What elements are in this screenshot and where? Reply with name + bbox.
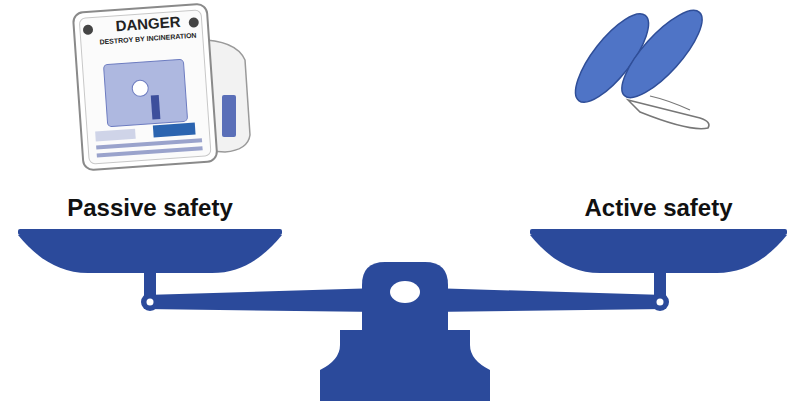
balance-scale xyxy=(141,262,669,401)
pivot-hole xyxy=(390,281,420,303)
device-card-inner xyxy=(79,10,211,164)
beam-joint xyxy=(651,293,669,311)
beam-joint xyxy=(141,293,159,311)
device-print xyxy=(97,146,203,157)
joint-hole xyxy=(147,299,154,306)
scale-beam xyxy=(145,288,380,312)
pan-rim xyxy=(18,229,282,235)
device-blade-slot xyxy=(151,95,161,119)
pan-rim xyxy=(530,229,787,235)
device-window xyxy=(103,59,187,126)
pan-label: Active safety xyxy=(530,193,787,223)
device-slot xyxy=(132,80,149,97)
scale-beam xyxy=(430,288,665,312)
device-logo xyxy=(153,123,196,138)
pan-bowl xyxy=(18,235,282,273)
scalpel-blade xyxy=(628,100,709,129)
scale-pan: Active safety xyxy=(530,193,787,275)
pivot-block xyxy=(362,262,448,330)
device-card-frame xyxy=(73,4,218,171)
gloved-hand-illustration xyxy=(564,0,714,129)
scalpel-handle-line xyxy=(650,96,690,110)
device-print xyxy=(95,129,136,142)
device-card xyxy=(73,4,218,171)
device-clip xyxy=(222,95,236,137)
biohazard-symbol xyxy=(188,17,199,28)
pan-label: Passive safety xyxy=(18,193,282,223)
biohazard-symbol xyxy=(83,25,94,36)
glove-finger xyxy=(610,0,713,108)
blade-remover-illustration xyxy=(73,4,250,171)
scale-pan: Passive safety xyxy=(18,193,282,275)
joint-hole xyxy=(657,299,664,306)
scale-base xyxy=(320,330,490,401)
pan-bowl xyxy=(530,235,787,273)
